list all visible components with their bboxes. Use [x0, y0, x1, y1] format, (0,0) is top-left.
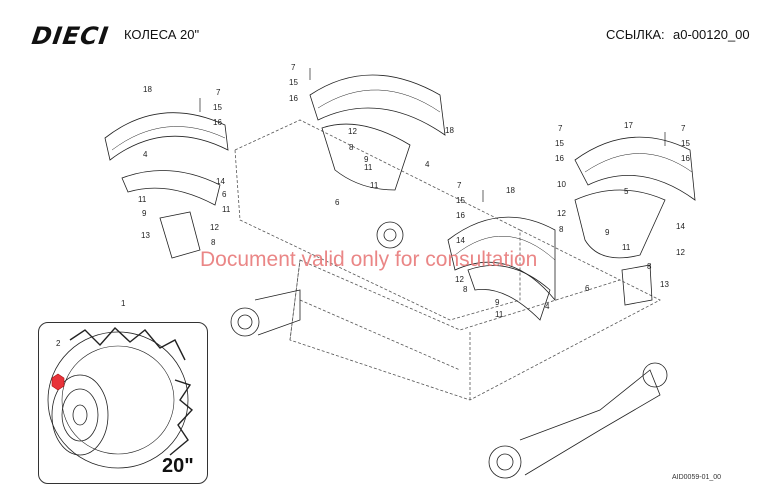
callout-6c: 6	[585, 284, 590, 293]
callout-10: 10	[557, 180, 566, 189]
callout-11e: 11	[622, 243, 631, 252]
reference-value: a0-00120_00	[673, 27, 750, 42]
callout-2: 2	[56, 339, 61, 348]
wheel-tire-illustration	[47, 326, 194, 469]
callout-9c: 9	[605, 228, 610, 237]
bracket-13-left	[159, 211, 201, 259]
callout-18: 18	[143, 85, 152, 94]
drawing-code: AID0059-01_00	[672, 474, 722, 481]
callout-labels: 18 7 15 16 4 14 11 6 9 11 12 13 8 7 15 1…	[56, 63, 690, 348]
callout-11c: 11	[364, 163, 373, 172]
front-axle-hub	[230, 289, 301, 337]
callout-11f: 11	[495, 310, 504, 319]
callout-13b: 13	[660, 280, 669, 289]
fender-support-4-middle	[467, 265, 551, 321]
callout-8e: 8	[463, 285, 468, 294]
callout-16d: 16	[681, 154, 690, 163]
fender-17-right	[574, 136, 696, 201]
callout-6b: 6	[335, 198, 340, 207]
chassis-frame	[234, 119, 661, 401]
callout-12d: 12	[676, 248, 685, 257]
wheel-inset-frame	[38, 322, 208, 484]
bracket-13-right	[621, 264, 653, 306]
callout-4b: 4	[425, 160, 430, 169]
callout-16c: 16	[555, 154, 564, 163]
dieci-logo: DIECI	[30, 22, 111, 50]
callout-8: 8	[211, 238, 216, 247]
callout-13: 13	[141, 231, 150, 240]
reference-label: ССЫЛКА:	[606, 27, 665, 42]
callout-5: 5	[624, 187, 629, 196]
callout-11d: 11	[370, 181, 379, 190]
fender-support-4-top	[321, 123, 411, 191]
fender-18-front-left	[104, 112, 229, 161]
callout-4: 4	[143, 150, 148, 159]
callout-7e: 7	[457, 181, 462, 190]
highlight-marker	[51, 373, 65, 391]
fender-18-top	[309, 74, 446, 136]
callout-15e: 15	[456, 196, 465, 205]
callout-14b: 14	[676, 222, 685, 231]
callout-17: 17	[624, 121, 633, 130]
consultation-watermark: Document valid only for consultation	[200, 248, 538, 271]
callout-9b: 9	[364, 155, 369, 164]
callout-7d: 7	[681, 124, 686, 133]
callout-1: 1	[121, 299, 126, 308]
callout-8c: 8	[559, 225, 564, 234]
callout-11b: 11	[222, 205, 231, 214]
callout-12: 12	[210, 223, 219, 232]
callout-7b: 7	[291, 63, 296, 72]
callout-7: 7	[216, 88, 221, 97]
callout-7c: 7	[558, 124, 563, 133]
callout-18c: 18	[506, 186, 515, 195]
callout-15d: 15	[681, 139, 690, 148]
top-hub	[376, 221, 404, 249]
callout-4c: 4	[545, 302, 550, 311]
callout-12c: 12	[557, 209, 566, 218]
callout-15b: 15	[289, 78, 298, 87]
fender-support-4-left	[121, 170, 221, 206]
callout-8b: 8	[349, 143, 354, 152]
callout-14c: 14	[456, 236, 465, 245]
callout-18b: 18	[445, 126, 454, 135]
fender-support-5-right	[574, 189, 666, 259]
callout-12b: 12	[348, 127, 357, 136]
page-title: КОЛЕСА 20"	[124, 27, 200, 42]
callout-16b: 16	[289, 94, 298, 103]
callout-15c: 15	[555, 139, 564, 148]
callout-9d: 9	[495, 298, 500, 307]
callout-16e: 16	[456, 211, 465, 220]
callout-16: 16	[213, 118, 222, 127]
fender-18-middle-right	[447, 216, 556, 302]
callout-6: 6	[222, 190, 227, 199]
callout-12e: 12	[455, 275, 464, 284]
callout-9: 9	[142, 209, 147, 218]
callout-11: 11	[138, 195, 147, 204]
rear-axle-hub	[488, 362, 668, 479]
header: DIECI КОЛЕСА 20" ССЫЛКА: a0-00120_00	[0, 0, 768, 62]
wheel-size-label: 20"	[162, 455, 194, 477]
exploded-parts-diagram: 18 7 15 16 4 14 11 6 9 11 12 13 8 7 15 1…	[47, 63, 696, 479]
callout-15: 15	[213, 103, 222, 112]
callout-14: 14	[216, 177, 225, 186]
callout-8d: 8	[647, 262, 652, 271]
